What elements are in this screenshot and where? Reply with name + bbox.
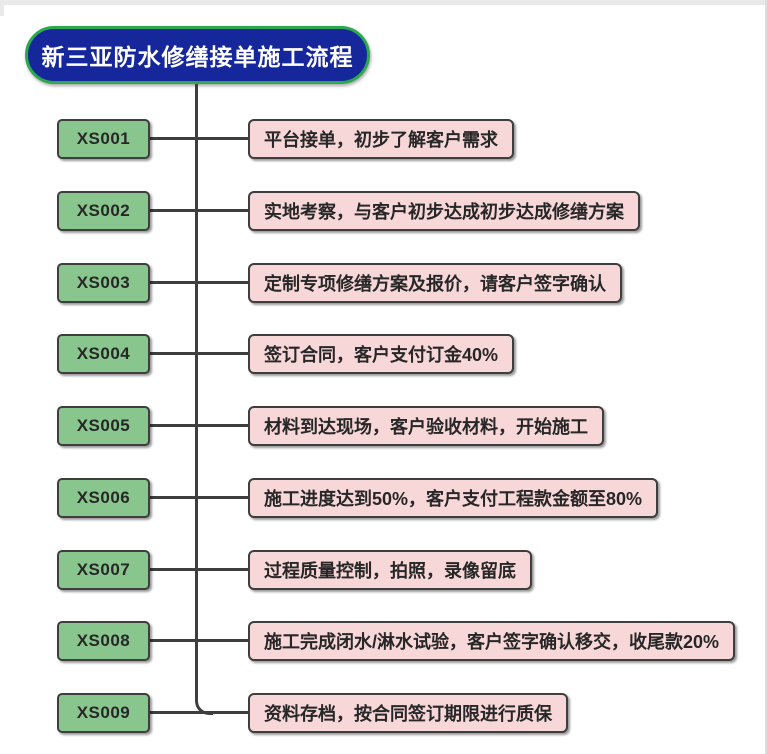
step-label-node[interactable]: 平台接单，初步了解客户需求: [248, 119, 514, 159]
step-id-node[interactable]: XS007: [57, 550, 150, 590]
window-edge-left: [0, 0, 4, 16]
step-id-node[interactable]: XS009: [57, 693, 150, 733]
step-label-node[interactable]: 签订合同，客户支付订金40%: [248, 334, 515, 374]
row-connector-line: [150, 352, 248, 355]
row-connector-line: [150, 639, 248, 642]
step-id-node[interactable]: XS008: [57, 621, 150, 661]
step-id-node[interactable]: XS001: [57, 119, 150, 159]
row-connector-line: [150, 568, 248, 571]
step-label-node[interactable]: 资料存档，按合同签订期限进行质保: [248, 693, 568, 733]
step-id-node[interactable]: XS003: [57, 263, 150, 303]
step-id-node[interactable]: XS006: [57, 478, 150, 518]
step-label-node[interactable]: 施工完成闭水/淋水试验，客户签字确认移交，收尾款20%: [248, 621, 736, 661]
step-id-node[interactable]: XS004: [57, 334, 150, 374]
window-edge-top: [0, 0, 767, 5]
step-label-node[interactable]: 施工进度达到50%，客户支付工程款金额至80%: [248, 478, 659, 518]
step-label-node[interactable]: 材料到达现场，客户验收材料，开始施工: [248, 406, 604, 446]
row-connector-line: [150, 496, 248, 499]
step-label-node[interactable]: 定制专项修缮方案及报价，请客户签字确认: [248, 263, 622, 303]
step-id-node[interactable]: XS002: [57, 191, 150, 231]
row-connector-line: [150, 424, 248, 427]
window-edge-right: [765, 0, 767, 754]
row-connector-line: [150, 137, 248, 140]
step-label-node[interactable]: 过程质量控制，拍照，录像留底: [248, 550, 532, 590]
step-label-node[interactable]: 实地考察，与客户初步达成初步达成修缮方案: [248, 191, 640, 231]
row-connector-line: [150, 281, 248, 284]
flow-title-node[interactable]: 新三亚防水修缮接单施工流程: [25, 26, 370, 84]
step-id-node[interactable]: XS005: [57, 406, 150, 446]
row-connector-line: [150, 711, 248, 714]
trunk-connector-line: [195, 84, 198, 698]
row-connector-line: [150, 209, 248, 212]
